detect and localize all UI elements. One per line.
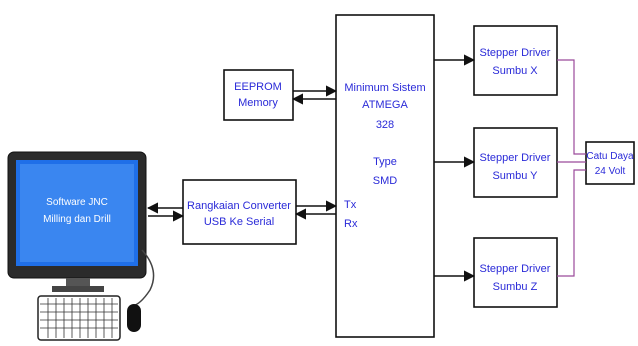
power-line-1: Catu Daya <box>586 151 634 162</box>
computer-icon: Software JNC Milling dan Drill <box>8 152 154 340</box>
mcu-type-line-1: Type <box>373 156 397 168</box>
converter-line-1: Rangkaian Converter <box>187 200 291 212</box>
mcu-type-line-2: SMD <box>373 175 398 187</box>
power-line-2: 24 Volt <box>595 166 626 177</box>
screen-text-line-1: Software JNC <box>46 197 108 208</box>
keyboard <box>38 296 120 340</box>
monitor-glass <box>20 164 134 262</box>
screen-text-line-2: Milling dan Drill <box>43 214 111 225</box>
mcu-line-2: ATMEGA <box>362 99 408 111</box>
converter-line-2: USB Ke Serial <box>204 216 274 228</box>
driver-x-line-2: Sumbu X <box>492 65 538 77</box>
mcu-line-1: Minimum Sistem <box>344 82 425 94</box>
power-wiring <box>557 60 586 276</box>
mcu-tx-label: Tx <box>344 199 357 211</box>
eeprom-box <box>224 70 293 120</box>
monitor-base <box>52 286 104 292</box>
mouse-icon <box>127 304 141 332</box>
mcu-line-3: 328 <box>376 119 394 131</box>
eeprom-line-1: EEPROM <box>234 81 282 93</box>
mcu-rx-label: Rx <box>344 218 358 230</box>
power-box <box>586 142 634 184</box>
driver-x-line-1: Stepper Driver <box>480 47 551 59</box>
driver-z-line-1: Stepper Driver <box>480 263 551 275</box>
converter-box <box>183 180 296 244</box>
driver-x-box <box>474 26 557 95</box>
eeprom-line-2: Memory <box>238 97 278 109</box>
driver-y-line-2: Sumbu Y <box>492 170 538 182</box>
driver-y-line-1: Stepper Driver <box>480 152 551 164</box>
driver-z-line-2: Sumbu Z <box>493 281 538 293</box>
